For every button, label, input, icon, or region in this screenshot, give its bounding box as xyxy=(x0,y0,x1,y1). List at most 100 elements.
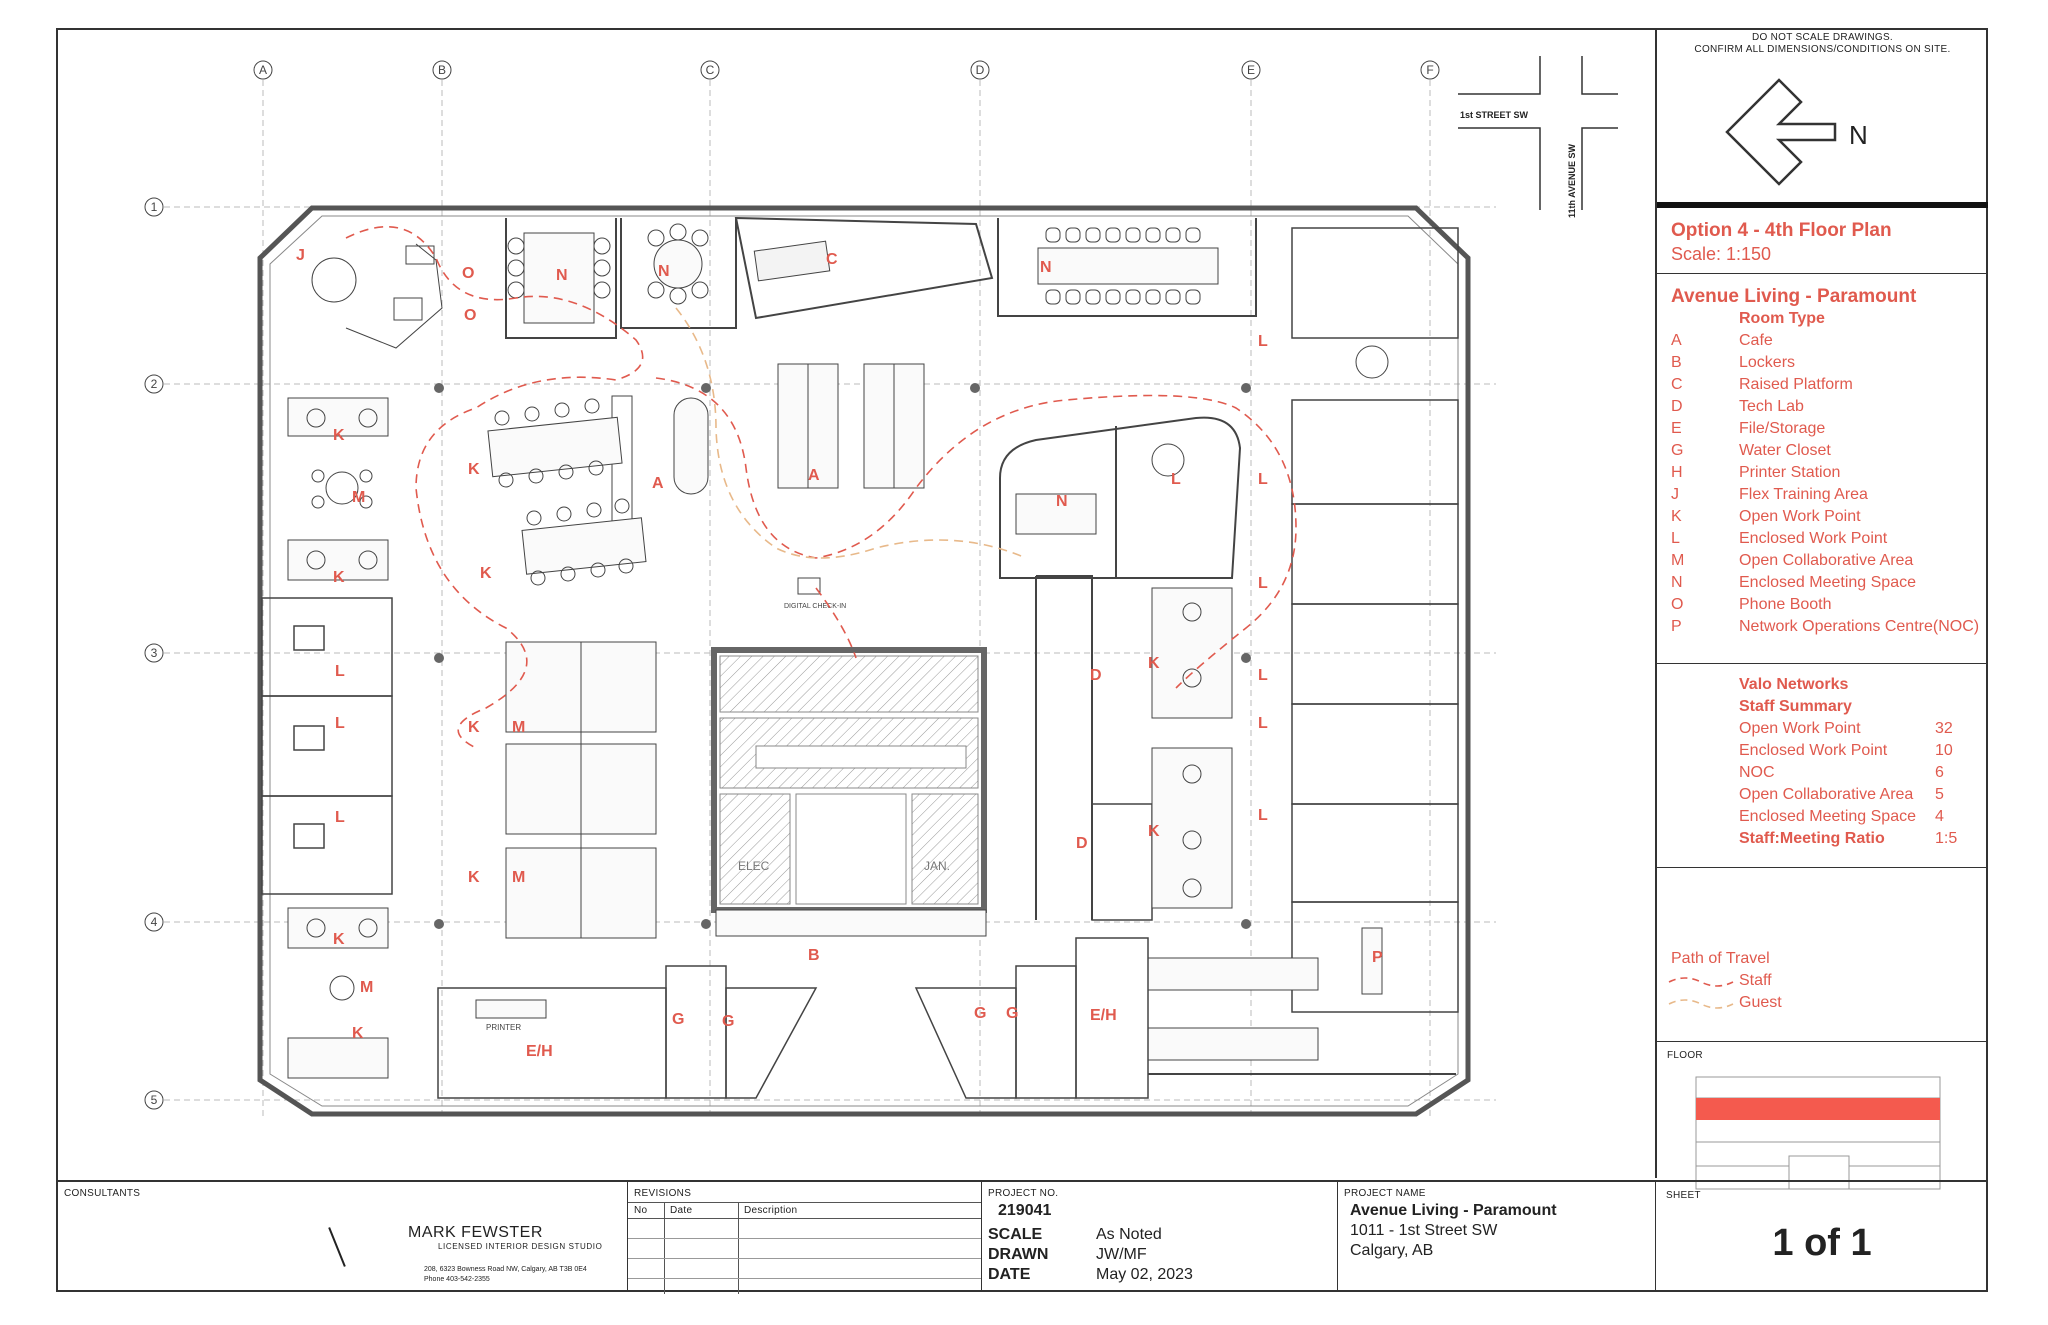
sheet-block: SHEET 1 of 1 xyxy=(1655,1182,1988,1292)
svg-text:K: K xyxy=(333,427,345,444)
svg-text:B: B xyxy=(808,947,820,964)
svg-text:K: K xyxy=(468,461,480,478)
project-address-1: 1011 - 1st Street SW xyxy=(1350,1222,1498,1239)
summary-company: Valo Networks xyxy=(1739,676,1849,693)
meeting-table-n3 xyxy=(1037,227,1219,305)
consultant-phone: Phone 403-542-2355 xyxy=(424,1276,490,1283)
legend-name: Lockers xyxy=(1739,354,1796,371)
open-workstations xyxy=(487,398,647,586)
svg-text:K: K xyxy=(333,569,345,586)
svg-text:M: M xyxy=(512,719,525,736)
svg-text:L: L xyxy=(1258,575,1268,592)
project-address-2: Calgary, AB xyxy=(1350,1242,1434,1259)
svg-text:2: 2 xyxy=(151,377,158,391)
legend-code: B xyxy=(1671,354,1682,371)
summary-value: 6 xyxy=(1935,764,1944,781)
svg-text:M: M xyxy=(512,869,525,886)
legend-code: P xyxy=(1671,618,1682,635)
building-core xyxy=(711,647,987,913)
floor-label: FLOOR xyxy=(1667,1050,1703,1061)
svg-text:L: L xyxy=(1258,471,1268,488)
drawn-value: JW/MF xyxy=(1096,1246,1147,1263)
legend-code: H xyxy=(1671,464,1683,481)
travel-title: Path of Travel xyxy=(1671,950,1770,967)
revisions-col-date: Date xyxy=(670,1205,693,1216)
svg-text:D: D xyxy=(1090,667,1102,684)
street-intersection xyxy=(1458,56,1618,210)
legend-code: G xyxy=(1671,442,1684,459)
svg-text:F: F xyxy=(1426,63,1433,77)
legend-code: M xyxy=(1671,552,1685,569)
raised-platform xyxy=(753,240,831,282)
legend-code: J xyxy=(1671,486,1679,503)
summary-value: 32 xyxy=(1935,720,1953,737)
summary-value: 4 xyxy=(1935,808,1944,825)
noc-area xyxy=(1147,927,1456,1075)
logo-slash-icon xyxy=(328,1227,346,1267)
plan-title: Option 4 - 4th Floor Plan xyxy=(1671,220,1892,241)
svg-text:P: P xyxy=(1372,949,1383,966)
checkin-label: DIGITAL CHECK-IN xyxy=(784,603,846,610)
legend-code: L xyxy=(1671,530,1680,547)
summary-label: Enclosed Work Point xyxy=(1739,742,1888,759)
consultants-label: CONSULTANTS xyxy=(64,1188,141,1199)
legend-name: Tech Lab xyxy=(1739,398,1804,415)
revisions-col-desc: Description xyxy=(744,1205,798,1216)
svg-text:G: G xyxy=(974,1005,986,1022)
printer-label: PRINTER xyxy=(486,1023,521,1032)
right-desks xyxy=(1151,587,1233,909)
elec-label: ELEC xyxy=(738,859,770,873)
svg-text:L: L xyxy=(1258,715,1268,732)
legend-name: Enclosed Work Point xyxy=(1739,530,1888,547)
scale-label: SCALE xyxy=(988,1226,1043,1243)
legend-name: Cafe xyxy=(1739,332,1773,349)
checkin-kiosk xyxy=(797,577,821,595)
svg-text:K: K xyxy=(1148,823,1160,840)
svg-text:A: A xyxy=(808,467,820,484)
staff-path xyxy=(345,225,644,749)
plan-scale: Scale: 1:150 xyxy=(1671,244,1772,264)
legend-code: A xyxy=(1671,332,1682,349)
avenue-label: 11th AVENUE SW xyxy=(1567,143,1577,218)
flex-training-area xyxy=(311,243,443,349)
revisions-label: REVISIONS xyxy=(634,1188,692,1199)
structural-columns xyxy=(434,383,1251,929)
sheet-value: 1 of 1 xyxy=(1772,1222,1872,1264)
legend-name: Open Work Point xyxy=(1739,508,1861,525)
svg-text:C: C xyxy=(826,251,838,268)
consultant-firm: MARK FEWSTER xyxy=(408,1224,543,1241)
summary-value: 10 xyxy=(1935,742,1953,759)
travel-staff: Staff xyxy=(1739,972,1772,989)
tech-lab xyxy=(1035,575,1153,921)
svg-text:3: 3 xyxy=(151,646,158,660)
date-label: DATE xyxy=(988,1266,1031,1283)
notes-north-section: DO NOT SCALE DRAWINGS. CONFIRM ALL DIMEN… xyxy=(1657,28,1988,204)
svg-text:E: E xyxy=(1247,63,1255,77)
legend-code: E xyxy=(1671,420,1682,437)
svg-text:D: D xyxy=(1076,835,1088,852)
svg-text:E/H: E/H xyxy=(1090,1007,1117,1024)
svg-text:N: N xyxy=(556,267,568,284)
svg-text:L: L xyxy=(335,663,345,680)
svg-text:L: L xyxy=(1258,333,1268,350)
summary-section: Valo Networks Staff Summary Open Work Po… xyxy=(1657,664,1988,868)
title-block: DO NOT SCALE DRAWINGS. CONFIRM ALL DIMEN… xyxy=(1655,28,1988,1190)
bottom-rooms xyxy=(437,937,1149,1099)
divider-bar xyxy=(1657,202,1988,208)
svg-text:A: A xyxy=(259,63,267,77)
svg-text:O: O xyxy=(462,265,474,282)
project-name-block: PROJECT NAME Avenue Living - Paramount 1… xyxy=(1337,1182,1657,1292)
svg-text:K: K xyxy=(468,719,480,736)
svg-text:J: J xyxy=(296,247,305,264)
grid-columns: A B C D E F xyxy=(253,60,1440,1118)
summary-label: NOC xyxy=(1739,764,1775,781)
drawing-frame xyxy=(56,28,1988,1292)
street-label: 1st STREET SW xyxy=(1460,110,1529,120)
travel-guest: Guest xyxy=(1739,994,1782,1011)
legend-name: Network Operations Centre(NOC) xyxy=(1739,618,1980,635)
meeting-table-n2 xyxy=(647,223,709,305)
scale-note-1: DO NOT SCALE DRAWINGS. xyxy=(1751,32,1894,43)
legend-code: N xyxy=(1671,574,1683,591)
